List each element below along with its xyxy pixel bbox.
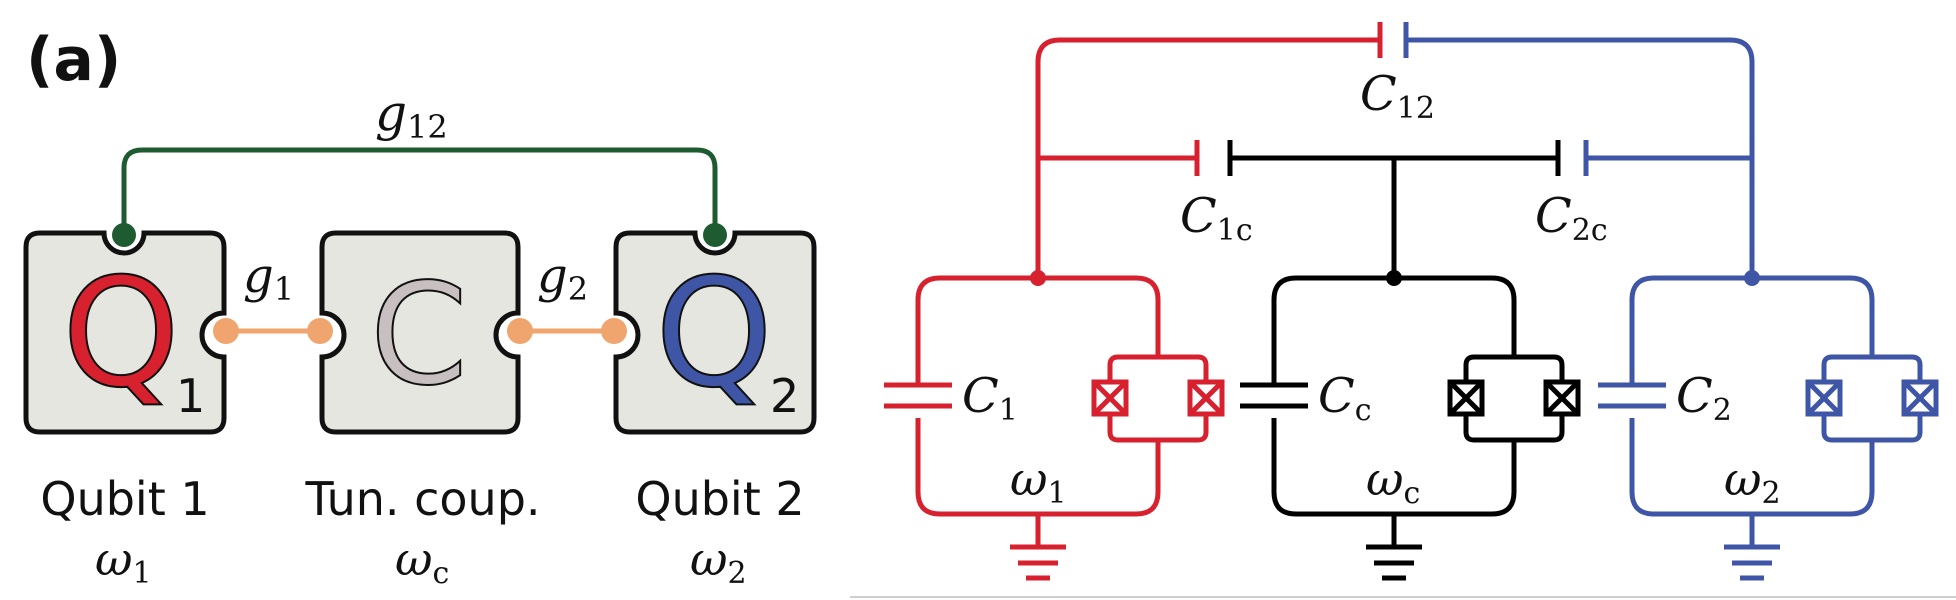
qubit1-letter: Q xyxy=(62,247,180,421)
wc-symbol: ω xyxy=(1366,452,1404,506)
qubit1-junction-left xyxy=(1091,379,1129,417)
c12-symbol: C xyxy=(1360,66,1397,122)
wc-subscript: c xyxy=(1404,476,1421,511)
coupler-circuit xyxy=(1240,275,1565,581)
qubit1-freq: ω1 xyxy=(95,532,152,591)
cc-subscript: c xyxy=(1355,393,1372,428)
c2c-subscript: 2c xyxy=(1572,213,1608,248)
wc-label: ωc xyxy=(1366,452,1420,511)
c1-subscript: 1 xyxy=(999,393,1018,428)
g1-subscript: 1 xyxy=(274,270,294,308)
w1-symbol: ω xyxy=(1010,452,1048,506)
c2c-symbol: C xyxy=(1535,188,1572,244)
qubit2-letter: Q xyxy=(655,247,773,421)
qubit2-port-dot xyxy=(703,223,727,247)
g2-label: g2 xyxy=(537,248,588,308)
c2-symbol: C xyxy=(1676,368,1713,424)
qubit2-freq-sub: 2 xyxy=(728,556,747,591)
c12-label: C12 xyxy=(1360,66,1435,126)
coupler-freq-symbol: ω xyxy=(395,532,433,586)
coupler-name: Tun. coup. xyxy=(304,472,540,526)
g1-symbol: g xyxy=(243,248,274,304)
coupler-box xyxy=(319,230,521,435)
g2-coupling-link xyxy=(507,318,627,344)
cc-label: Cc xyxy=(1318,368,1372,428)
g1-label: g1 xyxy=(243,248,294,308)
panel-label: (a) xyxy=(26,25,121,95)
qubit2-box xyxy=(613,223,817,435)
qubit2-freq-symbol: ω xyxy=(690,532,728,586)
c12-wires xyxy=(1035,22,1755,278)
w1-label: ω1 xyxy=(1010,452,1067,511)
qubit2-circuit xyxy=(1598,275,1923,581)
coupler-freq: ωc xyxy=(395,532,449,591)
coupler-junction-left xyxy=(1447,379,1485,417)
qubit1-circuit xyxy=(884,275,1209,581)
g1-coupling-link xyxy=(213,318,333,344)
qubit2-junction-left xyxy=(1805,379,1843,417)
qubit1-freq-symbol: ω xyxy=(95,532,133,586)
direct-coupling-line xyxy=(121,147,718,233)
coupler-junction-right xyxy=(1543,379,1581,417)
c1c-c2c-wires xyxy=(1038,140,1752,278)
qubit1-box xyxy=(23,223,227,435)
w1-subscript: 1 xyxy=(1048,476,1067,511)
w2-symbol: ω xyxy=(1724,452,1762,506)
qubit2-junction-right xyxy=(1901,379,1939,417)
c1-symbol: C xyxy=(962,368,999,424)
qubit1-port-dot xyxy=(112,223,136,247)
c1-label: C1 xyxy=(962,368,1018,428)
c2-subscript: 2 xyxy=(1713,393,1732,428)
c2c-label: C2c xyxy=(1535,188,1608,248)
coupler-letter: C xyxy=(370,254,468,417)
qubit2-freq: ω2 xyxy=(690,532,747,591)
g12-symbol: g xyxy=(375,84,407,142)
c12-subscript: 12 xyxy=(1397,91,1435,126)
c2-label: C2 xyxy=(1676,368,1732,428)
qubit1-node-dot xyxy=(1030,270,1046,286)
g12-label: g12 xyxy=(375,84,448,146)
g12-subscript: 12 xyxy=(407,108,448,146)
qubit1-freq-sub: 1 xyxy=(133,556,152,591)
cc-symbol: C xyxy=(1318,368,1355,424)
qubit1-name: Qubit 1 xyxy=(40,472,209,526)
g2-symbol: g xyxy=(537,248,568,304)
w2-subscript: 2 xyxy=(1762,476,1781,511)
c1c-label: C1c xyxy=(1180,188,1253,248)
c1c-subscript: 1c xyxy=(1217,213,1253,248)
qubit2-name: Qubit 2 xyxy=(635,472,804,526)
qubit2-index: 2 xyxy=(770,369,799,423)
g2-subscript: 2 xyxy=(568,270,588,308)
qubit1-junction-right xyxy=(1187,379,1225,417)
qubit1-index: 1 xyxy=(176,369,205,423)
c1c-symbol: C xyxy=(1180,188,1217,244)
coupler-node-dot xyxy=(1386,270,1402,286)
qubit2-node-dot xyxy=(1744,270,1760,286)
w2-label: ω2 xyxy=(1724,452,1781,511)
coupler-freq-sub: c xyxy=(433,556,450,591)
